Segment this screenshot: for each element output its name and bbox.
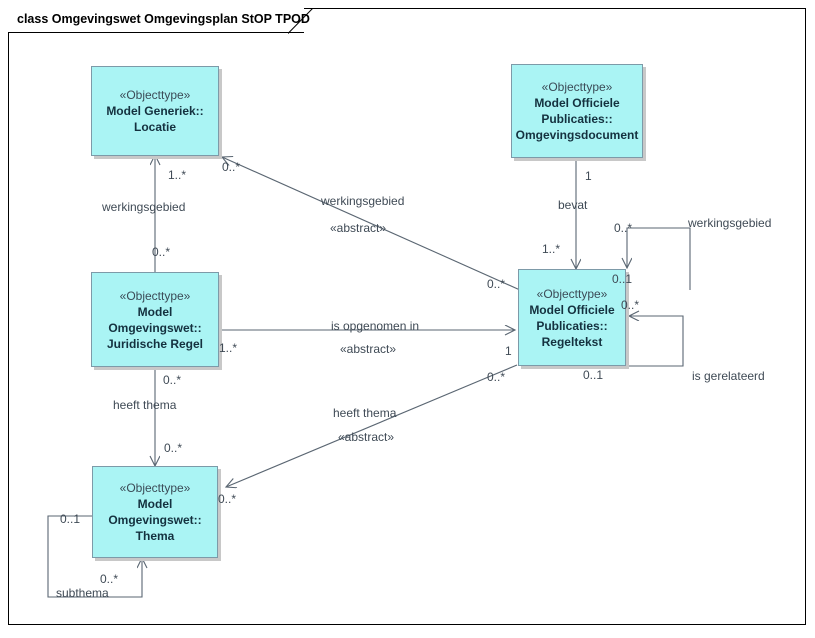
stereotype-label-werkingsgebied-abstract: «abstract» [330, 221, 387, 235]
class-stereotype: «Objecttype» [119, 481, 191, 495]
multiplicity-opgenomen-juridischeregel-end: 1..* [219, 341, 238, 355]
multiplicity-werkingsgebied-juridischeregel-end: 0..* [152, 245, 171, 259]
association-label-is-opgenomen-in: is opgenomen in [331, 319, 420, 333]
multiplicity-gerelateerd-top: 0..* [621, 298, 640, 312]
multiplicity-werkingsgebied-self-right: 0..1 [612, 272, 633, 286]
association-label-heeft-thema-vertical: heeft thema [113, 398, 177, 412]
association-label-bevat: bevat [558, 198, 588, 212]
class-name-line: Model Officiele [534, 96, 620, 110]
class-stereotype: «Objecttype» [119, 288, 191, 303]
class-name-line: Regeltekst [541, 334, 603, 349]
class-box-thema[interactable]: «Objecttype» Model Omgevingswet:: Thema [92, 466, 218, 558]
multiplicity-opgenomen-regeltekst-end: 1 [505, 344, 512, 358]
class-name-line: Model [137, 304, 173, 319]
class-box-juridische-regel[interactable]: «Objecttype» Model Omgevingswet:: Juridi… [91, 272, 219, 367]
association-label-heeft-thema-abstract: heeft thema [333, 406, 397, 420]
multiplicity-subthema-left: 0..1 [60, 512, 81, 526]
association-label-werkingsgebied-self: werkingsgebied [688, 216, 772, 230]
multiplicity-bevat-regeltekst-end: 1..* [542, 242, 561, 256]
class-name-line: Omgevingsdocument [515, 128, 639, 142]
diagram-title: class Omgevingswet Omgevingsplan StOP TP… [17, 12, 310, 26]
diagram-frame [8, 8, 806, 625]
multiplicity-werkingsgebied-locatie-end: 1..* [168, 168, 187, 182]
stereotype-label-heeft-thema-abstract: «abstract» [338, 430, 395, 444]
multiplicity-werkingsgebied-abstract-locatie-end: 0..* [222, 160, 241, 174]
multiplicity-heefthema-thema-end: 0..* [164, 441, 183, 455]
class-stereotype: «Objecttype» [119, 88, 191, 102]
multiplicity-heefthema-abstract-regeltekst-end: 0..* [487, 370, 506, 384]
class-name-line: Omgevingswet:: [108, 320, 202, 335]
association-label-subthema: subthema [56, 586, 109, 600]
class-name-line: Model Generiek:: [106, 104, 204, 118]
class-name-line: Model [137, 497, 173, 511]
multiplicity-subthema-bottom: 0..* [100, 572, 119, 586]
class-name-line: Publicaties:: [541, 112, 613, 126]
class-name-line: Publicaties:: [536, 318, 608, 333]
class-stereotype: «Objecttype» [541, 80, 613, 94]
association-label-is-gerelateerd: is gerelateerd [692, 369, 765, 383]
stereotype-label-is-opgenomen-in: «abstract» [340, 342, 397, 356]
class-box-locatie[interactable]: «Objecttype» Model Generiek:: Locatie [91, 66, 219, 156]
diagram-frame-tab [8, 8, 304, 33]
class-name-line: Thema [135, 529, 175, 543]
association-label-werkingsgebied-abstract: werkingsgebied [321, 194, 405, 208]
diagram-frame-tab-slant [288, 8, 314, 34]
class-name-line: Locatie [133, 120, 176, 134]
class-box-regeltekst[interactable]: «Objecttype» Model Officiele Publicaties… [518, 269, 626, 366]
multiplicity-werkingsgebied-self-top: 0..* [614, 221, 633, 235]
class-name-line: Model Officiele [529, 302, 615, 317]
multiplicity-heefthema-abstract-thema-end: 0..* [218, 492, 237, 506]
multiplicity-werkingsgebied-abstract-regeltekst-end: 0..* [487, 277, 506, 291]
class-name-line: Omgevingswet:: [108, 513, 202, 527]
class-box-omgevingsdocument[interactable]: «Objecttype» Model Officiele Publicaties… [511, 64, 643, 158]
multiplicity-gerelateerd-bottom: 0..1 [583, 368, 604, 382]
class-name-line: Juridische Regel [106, 336, 204, 351]
multiplicity-bevat-omgevingsdocument-end: 1 [585, 169, 592, 183]
association-label-werkingsgebied-vertical: werkingsgebied [102, 200, 186, 214]
multiplicity-heefthema-juridischeregel-end: 0..* [163, 373, 182, 387]
class-stereotype: «Objecttype» [536, 286, 608, 301]
